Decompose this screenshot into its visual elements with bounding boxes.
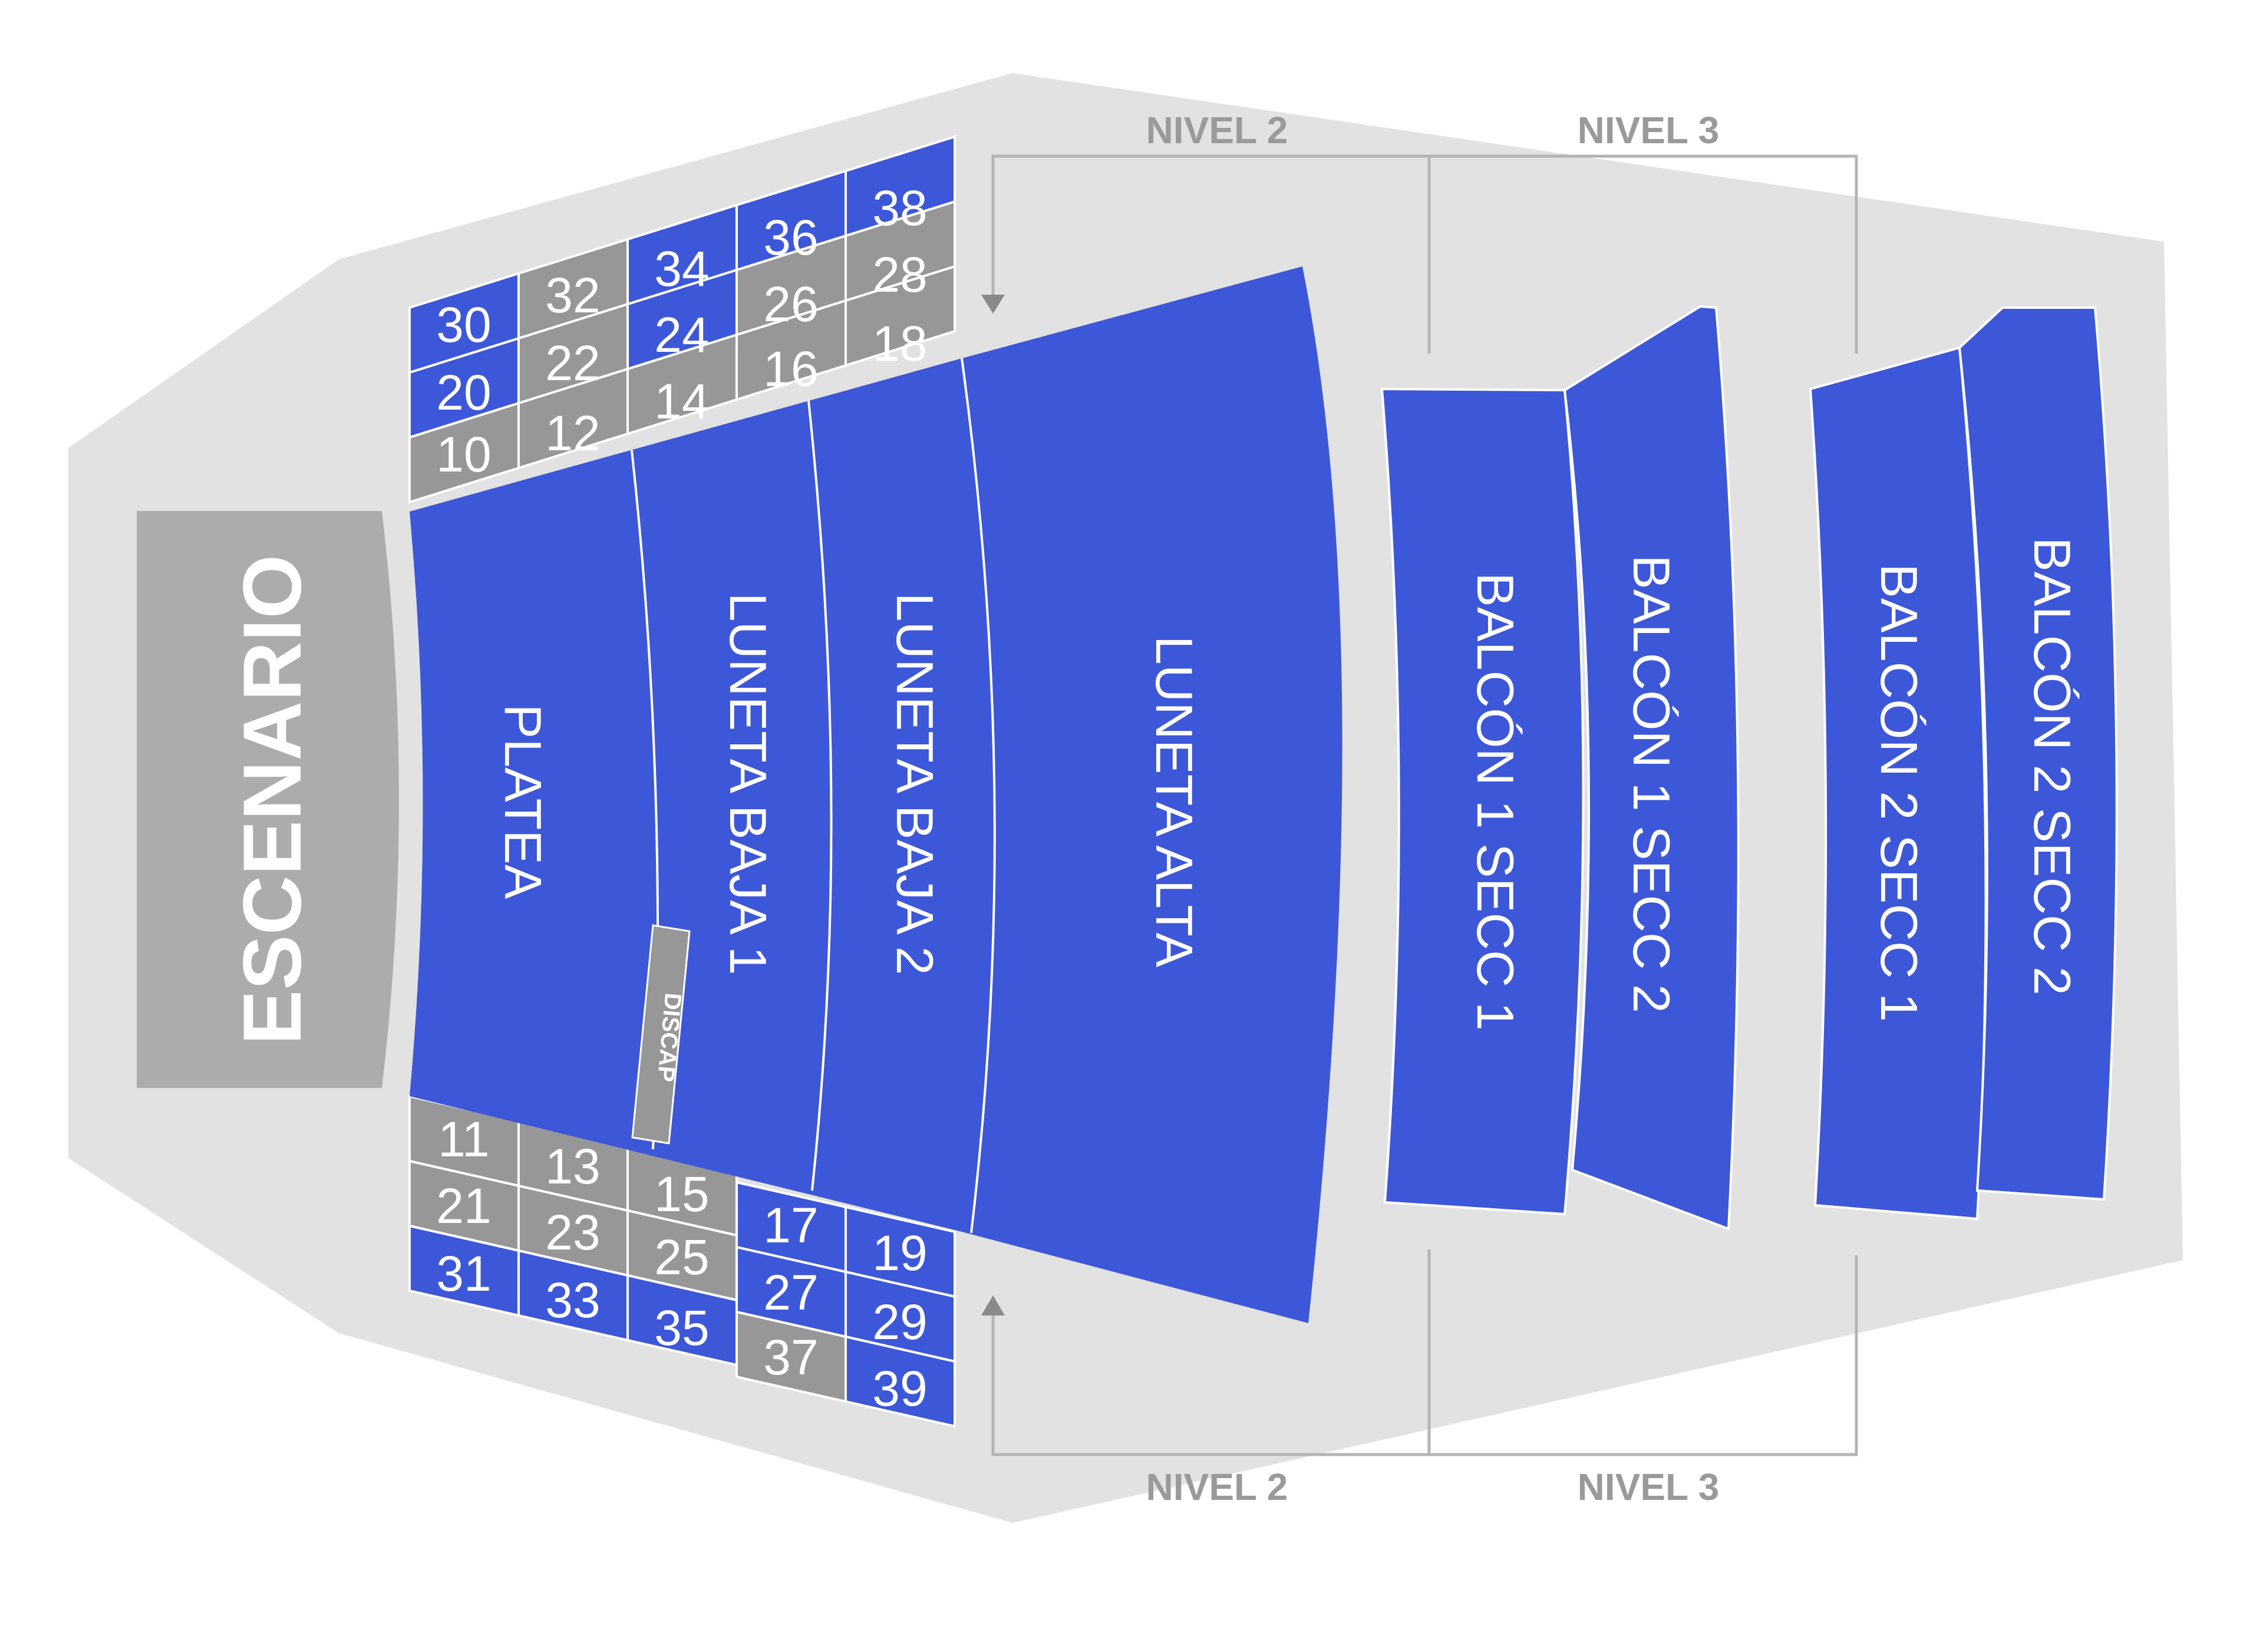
luneta-alta-label: LUNETA ALTA bbox=[1145, 636, 1203, 968]
section-balcon-2-secc-1[interactable] bbox=[1809, 346, 1987, 1221]
nivel-2-bottom-line bbox=[991, 1249, 1431, 1456]
balcon-1-secc-2-label: BALCÓN 1 SECC 2 bbox=[1622, 555, 1681, 1013]
box-number: 16 bbox=[763, 341, 818, 397]
box-28[interactable]: 28 bbox=[844, 200, 956, 302]
box-29[interactable]: 29 bbox=[844, 1270, 956, 1363]
box-number: 10 bbox=[436, 427, 491, 482]
nivel-3-bottom-label: NIVEL 3 bbox=[1578, 1466, 1720, 1508]
box-number: 32 bbox=[545, 268, 600, 323]
box-number: 15 bbox=[654, 1166, 709, 1222]
box-number: 37 bbox=[763, 1330, 818, 1385]
box-number: 21 bbox=[436, 1178, 491, 1234]
nivel-3-top-label: NIVEL 3 bbox=[1578, 109, 1720, 151]
box-number: 33 bbox=[545, 1272, 600, 1328]
box-33[interactable]: 33 bbox=[517, 1249, 629, 1342]
stage-label: ESCENARIO bbox=[226, 555, 318, 1045]
balcon-1-secc-1-label: BALCÓN 1 SECC 1 bbox=[1466, 572, 1525, 1031]
box-32[interactable]: 32 bbox=[517, 238, 629, 340]
box-number: 36 bbox=[763, 210, 818, 265]
box-number: 23 bbox=[545, 1205, 600, 1260]
box-number: 12 bbox=[545, 405, 600, 461]
box-10[interactable]: 10 bbox=[408, 401, 520, 504]
nivel-3-top-line bbox=[1429, 154, 1858, 354]
box-number: 17 bbox=[763, 1198, 818, 1253]
box-number: 26 bbox=[763, 276, 818, 332]
section-balcon-1-secc-1[interactable] bbox=[1380, 387, 1585, 1216]
nivel-2-bottom-label: NIVEL 2 bbox=[1146, 1466, 1288, 1508]
box-30[interactable]: 30 bbox=[408, 272, 520, 374]
box-21[interactable]: 21 bbox=[408, 1159, 520, 1252]
box-11[interactable]: 11 bbox=[408, 1094, 520, 1188]
box-number: 31 bbox=[436, 1246, 491, 1301]
box-39[interactable]: 39 bbox=[844, 1335, 956, 1428]
box-number: 22 bbox=[545, 335, 600, 391]
luneta-baja-2-label: LUNETA BAJA 2 bbox=[886, 593, 944, 975]
box-number: 29 bbox=[872, 1294, 927, 1350]
balcony-2: BALCÓN 2 SECC 1 BALCÓN 2 SECC 2 bbox=[1809, 306, 2118, 1221]
box-37[interactable]: 37 bbox=[735, 1310, 847, 1403]
box-38[interactable]: 38 bbox=[844, 135, 956, 238]
top-boxes: 10 12 14 16 18 20 22 24 bbox=[408, 135, 956, 504]
nivel-2-top-arrow-icon bbox=[981, 295, 1005, 314]
box-number: 13 bbox=[545, 1139, 600, 1194]
nivel-2-bottom-arrow-icon bbox=[981, 1295, 1005, 1315]
box-number: 30 bbox=[436, 297, 491, 352]
box-19[interactable]: 19 bbox=[844, 1205, 956, 1298]
stage-shape bbox=[137, 511, 399, 1088]
box-number: 18 bbox=[872, 316, 927, 371]
stage: ESCENARIO bbox=[137, 511, 399, 1088]
box-number: 28 bbox=[872, 247, 927, 302]
divider-luneta-alta bbox=[961, 358, 996, 1234]
platea-label: PLATEA bbox=[494, 704, 552, 899]
box-number: 39 bbox=[872, 1361, 927, 1416]
section-balcon-1-secc-2[interactable] bbox=[1563, 305, 1740, 1231]
level-connectors bbox=[991, 154, 1858, 1456]
discap-area[interactable]: DISCAP bbox=[631, 924, 691, 1145]
nivel-3-bottom-line bbox=[1429, 1255, 1858, 1456]
section-balcon-2-secc-2[interactable] bbox=[1958, 306, 2118, 1201]
balcon-2-secc-1-label: BALCÓN 2 SECC 1 bbox=[1870, 563, 1928, 1022]
balcon-2-secc-2-label: BALCÓN 2 SECC 2 bbox=[2023, 537, 2081, 995]
box-34[interactable]: 34 bbox=[626, 203, 738, 306]
box-36[interactable]: 36 bbox=[735, 169, 847, 272]
box-number: 35 bbox=[654, 1300, 709, 1356]
box-number: 27 bbox=[763, 1265, 818, 1320]
box-number: 19 bbox=[872, 1225, 927, 1281]
box-number: 34 bbox=[654, 241, 709, 296]
divider-luneta-baja bbox=[807, 400, 833, 1191]
box-23[interactable]: 23 bbox=[517, 1184, 629, 1277]
nivel-2-top-label: NIVEL 2 bbox=[1146, 109, 1288, 151]
box-number: 25 bbox=[654, 1229, 709, 1285]
box-27[interactable]: 27 bbox=[735, 1245, 847, 1338]
box-number: 14 bbox=[654, 374, 709, 429]
main-floor: DISCAP PLATEA LUNETA BAJA 1 LUNETA BAJA … bbox=[410, 266, 1342, 1323]
box-20[interactable]: 20 bbox=[408, 337, 520, 439]
box-14[interactable]: 14 bbox=[626, 333, 738, 436]
box-25[interactable]: 25 bbox=[626, 1209, 738, 1302]
bottom-boxes: 11 13 15 17 19 21 23 25 bbox=[408, 1094, 956, 1428]
box-number: 24 bbox=[654, 307, 709, 362]
box-number: 38 bbox=[872, 180, 927, 236]
box-number: 20 bbox=[436, 365, 491, 420]
luneta-baja-1-label: LUNETA BAJA 1 bbox=[719, 593, 777, 975]
box-17[interactable]: 17 bbox=[735, 1181, 847, 1274]
box-12[interactable]: 12 bbox=[517, 367, 629, 470]
nivel-2-top-line bbox=[991, 154, 1431, 354]
balcony-1: BALCÓN 1 SECC 1 BALCÓN 1 SECC 2 bbox=[1380, 305, 1740, 1231]
box-number: 11 bbox=[438, 1112, 489, 1167]
box-16[interactable]: 16 bbox=[735, 299, 847, 401]
